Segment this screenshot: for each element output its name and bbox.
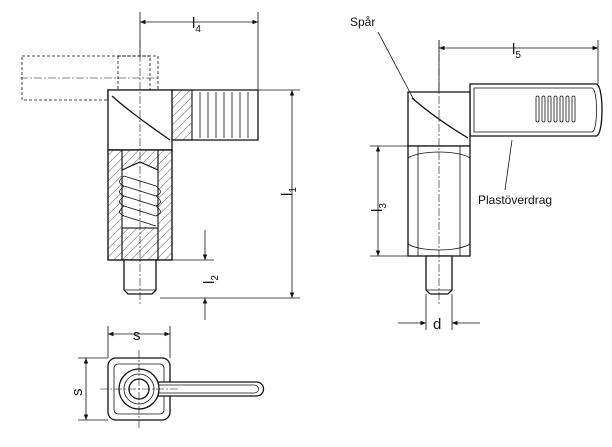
- label-l1: l1: [279, 187, 299, 196]
- label-l5: l5: [512, 41, 521, 61]
- right-cam-groove: [411, 97, 469, 139]
- left-section-view: l4 l1 l2: [20, 12, 300, 320]
- label-spar: Spår: [350, 15, 375, 29]
- cam-groove: [111, 95, 171, 141]
- right-grip-slots: [535, 95, 576, 123]
- body-wall-right: [157, 149, 173, 261]
- label-plastoverdrag: Plastöverdrag: [478, 193, 552, 207]
- label-s-top: s: [133, 327, 141, 344]
- bottom-top-view: s s: [69, 326, 265, 428]
- body-wall-left: [107, 149, 123, 261]
- right-side-view: l5 l3 d Spår Plastöverdrag: [350, 15, 603, 333]
- handle-grip-ribs: [199, 92, 249, 138]
- label-l2: l2: [201, 275, 221, 284]
- label-s-side: s: [69, 389, 86, 397]
- top-lever: [151, 381, 265, 397]
- handle-section-hatch: [171, 89, 193, 141]
- label-l3: l3: [369, 203, 389, 212]
- leader-spar: [377, 31, 415, 101]
- plastic-cover-outline: [473, 87, 597, 133]
- label-d: d: [433, 316, 441, 333]
- leader-plastoverdrag: [504, 139, 513, 191]
- label-l4: l4: [192, 15, 201, 35]
